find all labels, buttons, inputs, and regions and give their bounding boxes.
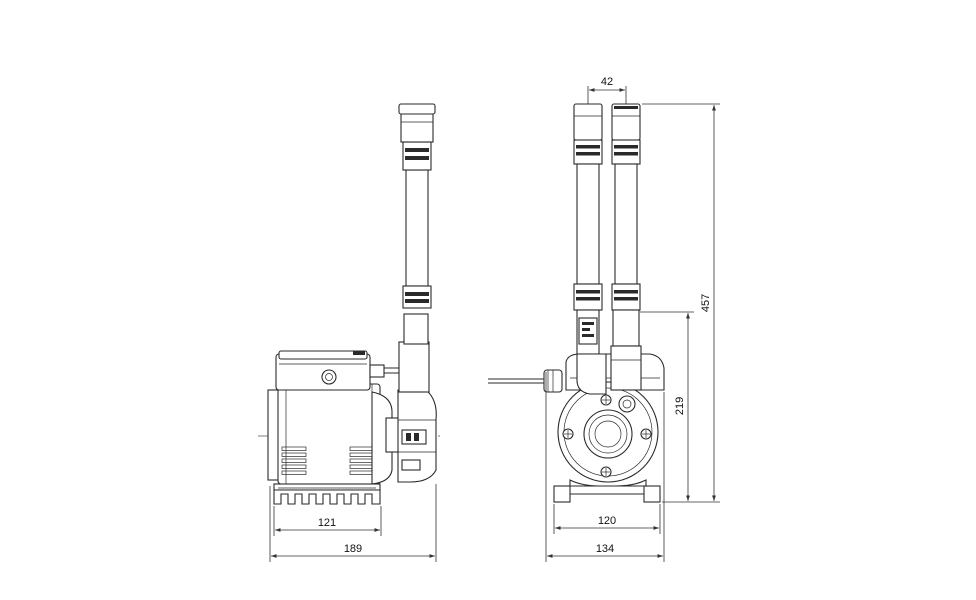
front-power-cable [488, 369, 563, 393]
front-base [553, 479, 661, 503]
side-overall-width-label: 189 [344, 543, 362, 555]
volute-bolts [562, 394, 652, 478]
side-view: 121 189 [258, 103, 440, 562]
side-dimension-lines [269, 484, 437, 562]
motor-vents-left [281, 446, 307, 475]
side-terminal-box [275, 350, 404, 391]
side-motor [267, 383, 403, 485]
side-base-feet [273, 483, 381, 505]
front-base-width-label: 120 [598, 515, 616, 527]
front-right-pipe [610, 103, 642, 391]
front-overall-height-label: 457 [700, 294, 712, 312]
front-dimension-lines [545, 86, 720, 562]
side-pump-head [397, 389, 437, 483]
front-view: 42 457 219 120 134 [488, 76, 720, 562]
side-riser-pipe [398, 103, 436, 393]
front-overall-width-label: 134 [596, 543, 614, 555]
front-left-pipe [573, 103, 607, 395]
front-port-spacing-label: 42 [601, 76, 613, 88]
front-port-height-label: 219 [674, 397, 686, 415]
side-base-width-label: 121 [318, 517, 336, 529]
